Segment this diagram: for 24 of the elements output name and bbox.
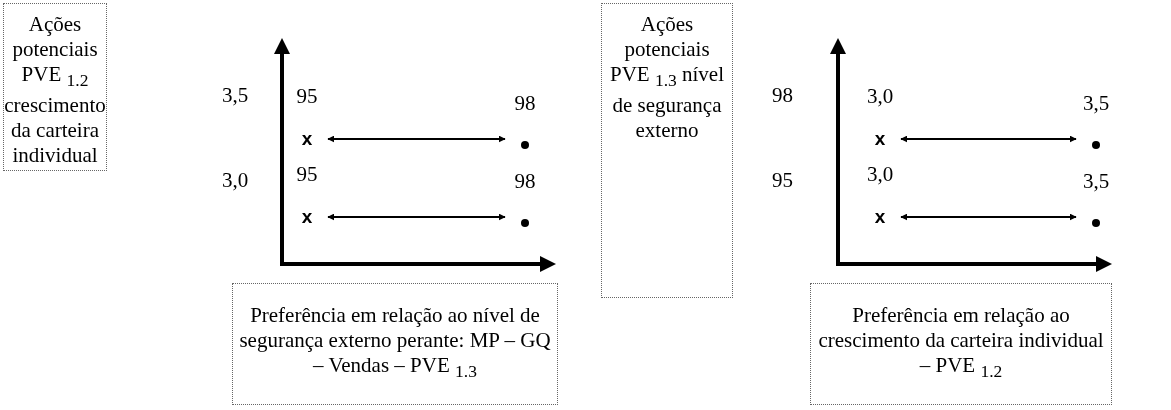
axis-value-label: 98: [772, 83, 793, 108]
cross-marker: x: [296, 206, 318, 228]
value-label: 3,0: [867, 162, 894, 187]
double-arrow: [900, 213, 1077, 221]
text-box: Preferência em relação ao nível de segurança externo perante: MP – GQ – Vendas – PVE $_{1.3}$: [232, 283, 558, 405]
value-label: 3,5: [1083, 169, 1110, 194]
text-box: Ações potenciais PVE $_{1.2}$ crescimento da carteira individual: [3, 3, 107, 171]
double-arrow: [327, 135, 506, 143]
value-label: 95: [296, 162, 318, 187]
axis-value-label: 3,0: [222, 168, 249, 193]
value-label: 98: [514, 91, 536, 116]
value-label: 95: [296, 84, 318, 109]
cross-marker: x: [869, 206, 891, 228]
double-arrow: [327, 213, 506, 221]
cross-marker: x: [869, 128, 891, 150]
value-label: 3,0: [867, 84, 894, 109]
text-box: Preferência em relação ao crescimento da carteira individual – PVE $_{1.2}$: [810, 283, 1112, 405]
cross-marker: x: [296, 128, 318, 150]
double-arrow: [900, 135, 1077, 143]
value-label: 3,5: [1083, 91, 1110, 116]
axis-value-label: 3,5: [222, 83, 249, 108]
value-label: 98: [514, 169, 536, 194]
text-box: Ações potenciais PVE $_{1.3}$ nível de segurança externo: [601, 3, 733, 298]
axis-value-label: 95: [772, 168, 793, 193]
